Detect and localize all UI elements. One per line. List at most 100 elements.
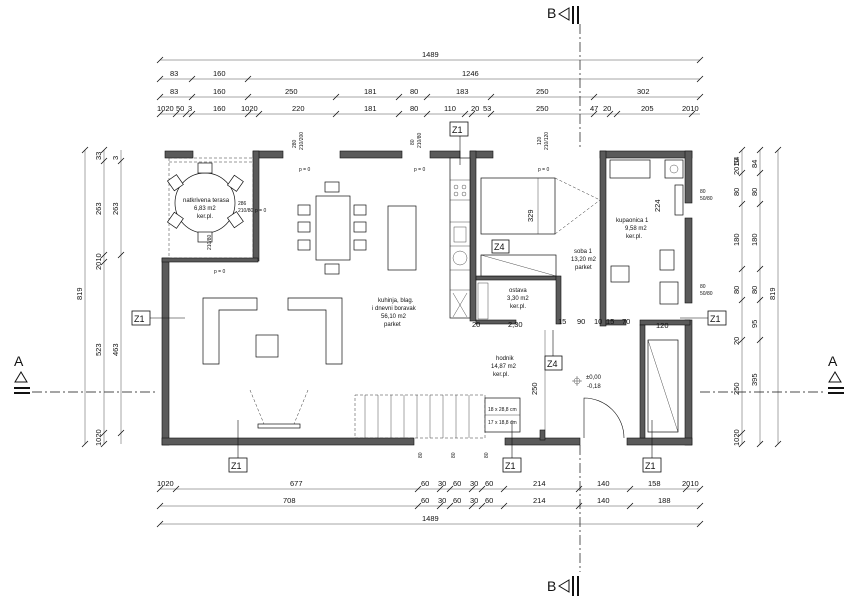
- stove-burner-icon: [453, 191, 459, 197]
- hall-name: hodnik: [496, 356, 515, 362]
- top-dim-r4-13: 20: [603, 104, 611, 113]
- right-dim-i1: 80: [750, 188, 759, 196]
- top-dim-r4-9: 20: [471, 104, 479, 113]
- staircase: 18 x 28,8 cm 17 x 18,8 cm: [354, 394, 521, 439]
- sofa-left-icon: [202, 297, 258, 365]
- storage-room: ostava 3,30 m2 ker.pl. 2,30 20: [472, 282, 529, 329]
- stove-burner-icon: [461, 184, 467, 190]
- chair-icon: [226, 174, 244, 192]
- top-dim-r3-0: 83: [170, 87, 178, 96]
- kitchen-name: kuhinja, blag.: [378, 298, 414, 304]
- top-dim-r4-5: 220: [292, 104, 305, 113]
- tag-z1-top: [449, 121, 469, 137]
- left-dim-i0: 3: [111, 156, 120, 160]
- bathtub-icon: [609, 159, 651, 179]
- left-dim-m2: 2010: [94, 253, 103, 270]
- left-dim-i2: 463: [111, 343, 120, 356]
- hall-floor: ker.pl.: [493, 372, 509, 378]
- stove-burner-icon: [461, 191, 467, 197]
- room1-area-value: 13,20 m2: [571, 257, 597, 263]
- top-dim-r4-14: 205: [641, 104, 654, 113]
- room1-name: soba 1: [574, 249, 593, 255]
- bottom-dimension-chains: 1020 677 60 30 60 30 60 214 140 158 2010…: [156, 479, 704, 528]
- top-dim-r4-11: 250: [536, 104, 549, 113]
- section-label-b-bottom: B: [547, 578, 556, 594]
- bath-floor: ker.pl.: [626, 234, 642, 240]
- tag-z1-left-label: Z1: [134, 314, 145, 324]
- opening-dim-b2: 80: [451, 452, 457, 458]
- room1-floor: parket: [575, 265, 592, 271]
- toilet-icon: [659, 249, 675, 271]
- bottom-dim-r2-7: 140: [597, 496, 610, 505]
- bottom-dim-r1-7: 214: [533, 479, 546, 488]
- chair-icon: [166, 174, 184, 192]
- bottom-dim-r2-1: 60: [421, 496, 429, 505]
- stair-dim-2: 17 x 18,8 cm: [488, 420, 517, 426]
- left-dim-i1: 263: [111, 202, 120, 215]
- opening-dim-1: 280: [292, 139, 298, 148]
- opening-annotations: 280 210/200 p = 0 80 210/80 p = 0 120 21…: [292, 132, 550, 458]
- terrace-floor: ker.pl.: [197, 214, 213, 220]
- right-dim-m1: 2010: [732, 158, 741, 175]
- top-dim-r4-2: 3: [188, 104, 192, 113]
- stove-burner-icon: [453, 184, 459, 190]
- section-label-a-left: A: [14, 353, 24, 369]
- appliance-icon: [452, 250, 468, 266]
- bottom-dim-r1-0: 1020: [157, 479, 174, 488]
- top-dim-r4-8: 110: [444, 104, 456, 113]
- left-dimension-chains: 819 33 263 2010 523 1020 3 263 463: [75, 146, 125, 448]
- dining-table-icon: [315, 195, 351, 261]
- left-dim-m4: 1020: [94, 429, 103, 446]
- right-dim-m3: 180: [732, 233, 741, 246]
- bed-icon: [480, 177, 556, 235]
- bottom-dim-r2-3: 60: [453, 496, 461, 505]
- top-dim-r4-7: 80: [410, 104, 418, 113]
- top-dim-r4-3: 160: [213, 104, 226, 113]
- opening-dim-6: 210/120: [544, 132, 550, 150]
- bottom-dim-r1-10: 2010: [682, 479, 699, 488]
- left-dim-m1: 263: [94, 202, 103, 215]
- top-dim-r3-1: 160: [213, 87, 226, 96]
- opening-p0-2: p = 0: [414, 167, 425, 173]
- top-dim-r3-4: 80: [410, 87, 418, 96]
- tag-z1-left: [131, 310, 151, 326]
- top-dim-r2-2: 1246: [462, 69, 479, 78]
- terrace-p0: p = 0: [255, 208, 266, 214]
- right-dim-m6: 250: [732, 382, 741, 395]
- storage-wall-dim: 20: [472, 320, 480, 329]
- top-dim-r4-15: 2010: [682, 104, 699, 113]
- living-room-furniture: kuhinja, blag. i dnevni boravak 56,10 m2…: [202, 181, 417, 429]
- right-dim-i3: 80: [750, 286, 759, 294]
- bottom-dim-r1-4: 60: [453, 479, 461, 488]
- section-mark-b-top: B: [547, 5, 579, 24]
- bottom-dim-total: 1489: [422, 514, 439, 523]
- top-dim-r3-5: 183: [456, 87, 469, 96]
- right-dim-i4: 95: [750, 320, 759, 328]
- top-dim-r4-12: 47: [590, 104, 598, 113]
- tv-unit-icon: [257, 423, 301, 429]
- left-dim-m0: 33: [94, 152, 103, 160]
- top-dim-r4-4: 1020: [241, 104, 258, 113]
- right-dim-m4: 80: [732, 286, 741, 294]
- kitchen-island-icon: [387, 205, 417, 271]
- right-dim-m7: 1020: [732, 429, 741, 446]
- right-dim-total: 819: [768, 287, 777, 300]
- opening-dim-b3: 80: [484, 452, 490, 458]
- sink-icon: [453, 226, 467, 243]
- shower-icon: [664, 159, 684, 179]
- right-dim-m5: 20: [732, 337, 741, 345]
- top-dim-r4-6: 181: [364, 104, 377, 113]
- bath-120-dim: 120: [656, 321, 669, 330]
- bath-name: kupaonica 1: [616, 218, 649, 224]
- tag-z1-bottom-mid-label: Z1: [505, 461, 516, 471]
- chair-icon: [324, 263, 340, 275]
- tag-z1-bottom-right: [642, 457, 662, 473]
- bedroom-1: 329 soba 1 13,20 m2 parket Z4: [480, 177, 601, 277]
- top-dim-r3-2: 250: [285, 87, 298, 96]
- bottom-dim-r1-3: 30: [438, 479, 446, 488]
- bottom-dim-r2-4: 30: [470, 496, 478, 505]
- top-dim-r3-7: 302: [637, 87, 650, 96]
- door-dim-0: 15: [558, 317, 566, 326]
- tag-z4-hall-label: Z4: [547, 359, 558, 369]
- hall-area-value: 14,87 m2: [491, 364, 517, 370]
